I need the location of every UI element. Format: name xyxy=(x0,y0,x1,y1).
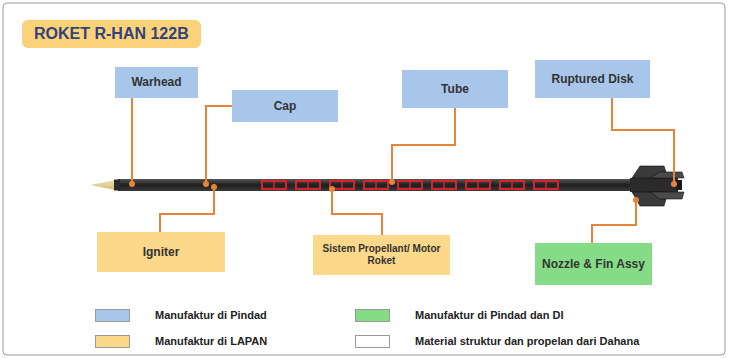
part-label: Ruptured Disk xyxy=(551,72,633,86)
leader-dot xyxy=(329,186,335,192)
leader-dots xyxy=(129,179,677,203)
frame xyxy=(3,3,725,355)
red-marking xyxy=(534,181,558,189)
leader-line xyxy=(392,108,455,181)
legend-swatch xyxy=(355,309,390,322)
nozzle xyxy=(630,178,678,192)
red-marking xyxy=(466,181,490,189)
leader-line xyxy=(206,106,232,183)
callout-box: Ruptured Disk xyxy=(535,60,650,98)
red-marking xyxy=(375,181,377,189)
warhead-nose xyxy=(90,180,118,191)
red-marking xyxy=(262,181,286,189)
part-label: Tube xyxy=(441,82,469,96)
part-label: Warhead xyxy=(131,75,181,89)
red-marking xyxy=(477,181,479,189)
red-marking xyxy=(398,181,422,189)
red-marking xyxy=(443,181,445,189)
red-marking xyxy=(341,181,343,189)
red-marking xyxy=(432,181,456,189)
leader-dot xyxy=(211,184,217,190)
leader-line xyxy=(332,189,382,235)
leader-dot xyxy=(129,181,135,187)
red-marking xyxy=(409,181,411,189)
part-label: Cap xyxy=(274,99,297,113)
rocket-tube xyxy=(118,179,638,191)
nose-ring xyxy=(114,180,120,191)
red-markings xyxy=(262,181,558,189)
nozzle-exit xyxy=(676,180,682,190)
red-marking xyxy=(364,181,388,189)
red-marking xyxy=(500,181,524,189)
leader-line xyxy=(160,187,214,232)
leader-line xyxy=(592,200,636,243)
legend-swatch xyxy=(355,335,390,348)
callout-box: Igniter xyxy=(97,232,225,272)
leader-dot xyxy=(389,179,395,185)
red-marking xyxy=(545,181,547,189)
leader-dot xyxy=(671,181,677,187)
part-label: Sistem Propellant/ Motor Roket xyxy=(319,243,444,267)
callout-box: Sistem Propellant/ Motor Roket xyxy=(313,235,450,275)
legend-label: Manufaktur di LAPAN xyxy=(155,334,267,348)
title-box: ROKET R-HAN 122B xyxy=(22,20,201,48)
red-marking xyxy=(273,181,275,189)
red-marking xyxy=(307,181,309,189)
legend-swatch xyxy=(95,309,130,322)
leader-lines xyxy=(115,82,674,243)
red-marking xyxy=(511,181,513,189)
legend-label: Manufaktur di Pindad xyxy=(155,308,267,322)
legend-label: Material struktur dan propelan dari Daha… xyxy=(415,334,639,348)
leader-dot xyxy=(203,181,209,187)
legend-label: Manufaktur di Pindad dan DI xyxy=(415,308,564,322)
callout-box: Tube xyxy=(402,70,508,108)
callout-box: Warhead xyxy=(115,67,198,98)
fin xyxy=(650,172,684,178)
fin xyxy=(650,192,684,199)
leader-dot xyxy=(633,197,639,203)
legend-swatch xyxy=(95,335,130,348)
callout-box: Nozzle & Fin Assy xyxy=(535,243,652,285)
part-label: Nozzle & Fin Assy xyxy=(542,257,645,271)
red-marking xyxy=(296,181,320,189)
part-label: Igniter xyxy=(143,245,180,259)
leader-line xyxy=(612,98,674,183)
callout-box: Cap xyxy=(232,90,338,122)
